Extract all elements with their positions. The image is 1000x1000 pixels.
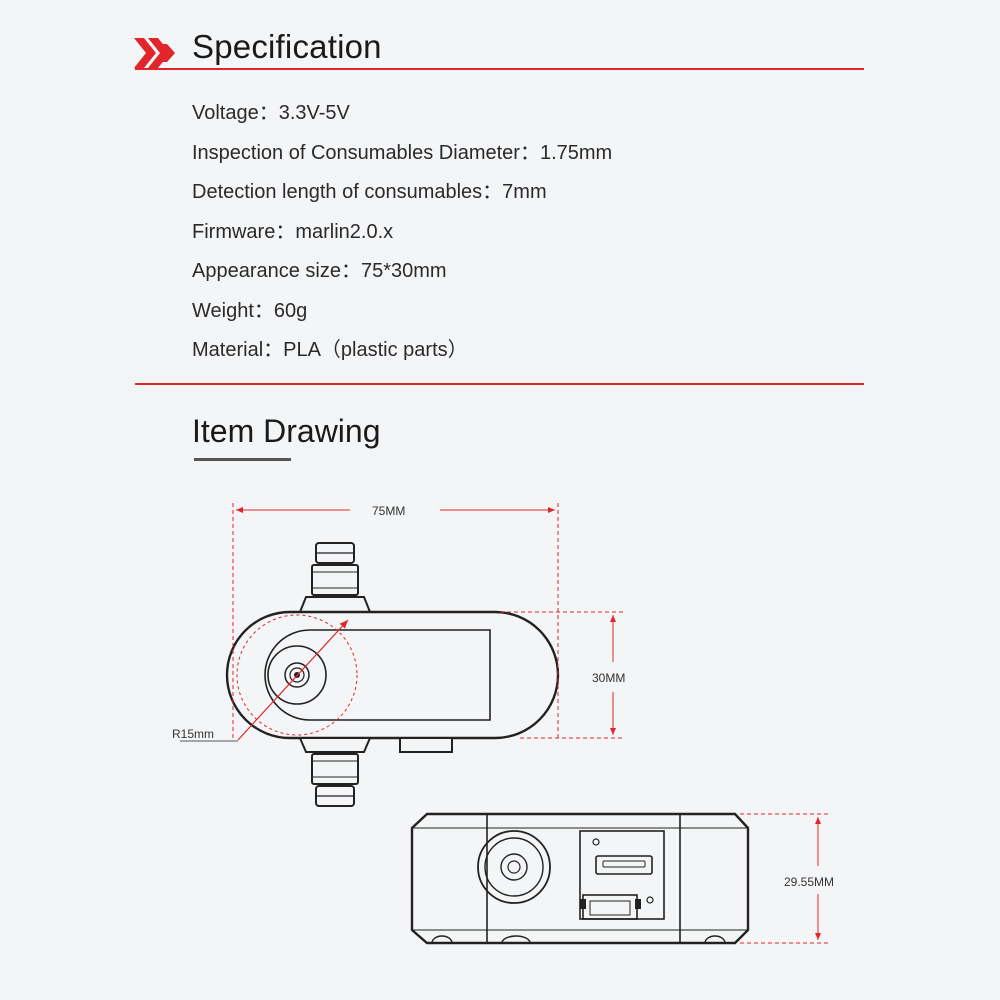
width-dimension — [232, 503, 559, 738]
spec-material: Material：PLA（plastic parts） — [192, 339, 468, 361]
side-view — [410, 812, 750, 945]
spec-detection-length: Detection length of consumables：7mm — [192, 181, 547, 203]
radius-circle — [236, 614, 358, 736]
header-divider — [135, 68, 864, 70]
radius-label: R15mm — [172, 727, 214, 741]
side-height-dimension — [740, 813, 828, 944]
height-label: 30MM — [592, 671, 625, 685]
width-label: 75MM — [372, 504, 405, 518]
top-view — [225, 542, 560, 807]
specification-list: Voltage：3.3V-5V Inspection of Consumable… — [192, 96, 612, 373]
radius-leader-line — [237, 619, 349, 741]
item-drawing-underline — [194, 458, 291, 461]
item-drawing: R15mm 75MM 30MM — [172, 503, 834, 945]
section-divider — [135, 383, 864, 385]
specification-header: Specification — [0, 0, 1000, 80]
spec-diameter: Inspection of Consumables Diameter：1.75m… — [192, 141, 613, 164]
side-height-label: 29.55MM — [784, 875, 834, 889]
spec-voltage: Voltage：3.3V-5V — [192, 102, 350, 124]
double-chevron-icon — [134, 38, 175, 68]
spec-appearance-size: Appearance size：75*30mm — [192, 260, 447, 282]
specification-title: Specification — [192, 28, 382, 65]
height-dimension — [500, 611, 625, 739]
spec-weight: Weight：60g — [192, 299, 308, 322]
item-drawing-title: Item Drawing — [192, 413, 381, 449]
spec-firmware: Firmware：marlin2.0.x — [192, 220, 394, 243]
